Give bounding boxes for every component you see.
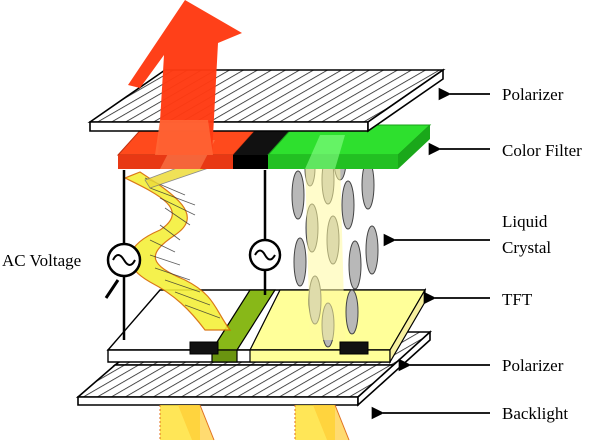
label-tft: TFT: [502, 290, 533, 309]
backlight-beams: [160, 405, 349, 440]
label-polarizer-top: Polarizer: [502, 85, 564, 104]
tft-substrate: [108, 290, 425, 362]
tft-pad-right: [340, 342, 368, 354]
tft-pad-left: [190, 342, 218, 354]
liquid-crystal-alignment-light: [305, 160, 345, 340]
label-backlight: Backlight: [502, 404, 568, 423]
label-ac-voltage: AC Voltage: [2, 251, 81, 270]
label-color-filter: Color Filter: [502, 141, 582, 160]
label-polarizer-bottom: Polarizer: [502, 356, 564, 375]
label-liquid-crystal-line1: Liquid: [502, 212, 548, 231]
label-liquid-crystal-line2: Crystal: [502, 238, 551, 257]
ac-source-icon: [250, 240, 280, 270]
